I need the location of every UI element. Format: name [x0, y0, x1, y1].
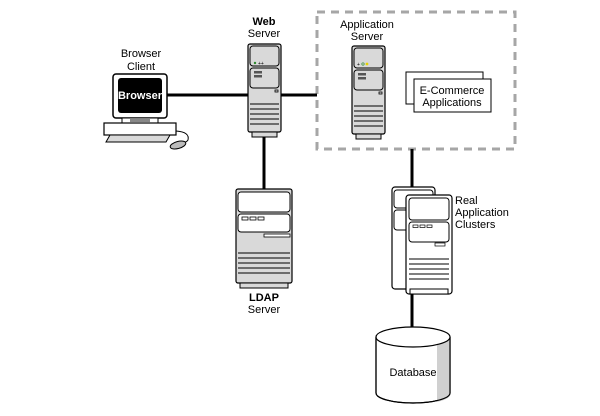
app-server-label-1: Application	[340, 19, 394, 31]
rac-label-2: Application	[455, 207, 509, 219]
ecommerce-applications-node: E-Commerce Applications	[405, 71, 492, 113]
tower-server-icon: ++	[247, 43, 282, 138]
web-server-label-1: Web	[252, 16, 275, 28]
svg-text:++: ++	[258, 61, 264, 67]
database-label: Database	[389, 367, 436, 379]
database-cylinder-icon	[375, 326, 451, 404]
browser-client-node: Browser Client Browser	[103, 48, 189, 150]
rac-node: Real Application Clusters	[391, 186, 509, 295]
desktop-computer-icon	[103, 73, 189, 150]
ecommerce-label-2: Applications	[422, 97, 482, 109]
tower-server-icon: +	[351, 45, 386, 140]
rac-label-3: Clusters	[455, 219, 496, 231]
rac-label-1: Real	[455, 195, 478, 207]
web-server-label-2: Server	[248, 28, 281, 40]
stacked-documents-icon	[405, 71, 492, 113]
application-server-node: Application Server +	[340, 19, 394, 140]
ldap-label-2: Server	[248, 304, 281, 316]
app-tier-group-border	[315, 10, 517, 151]
clustered-servers-icon	[391, 186, 453, 295]
web-server-node: Web Server ++	[247, 16, 282, 138]
tower-server-icon	[235, 188, 293, 289]
database-node: Database	[375, 326, 451, 404]
svg-text:+: +	[357, 62, 360, 68]
connections	[167, 93, 414, 330]
browser-client-label-2: Client	[127, 61, 155, 73]
ldap-label-1: LDAP	[249, 292, 279, 304]
browser-screen-text: Browser	[118, 90, 163, 102]
browser-client-label-1: Browser	[121, 48, 162, 60]
app-server-label-2: Server	[351, 31, 384, 43]
ecommerce-label-1: E-Commerce	[420, 85, 485, 97]
ldap-server-node: LDAP Server	[235, 188, 293, 316]
